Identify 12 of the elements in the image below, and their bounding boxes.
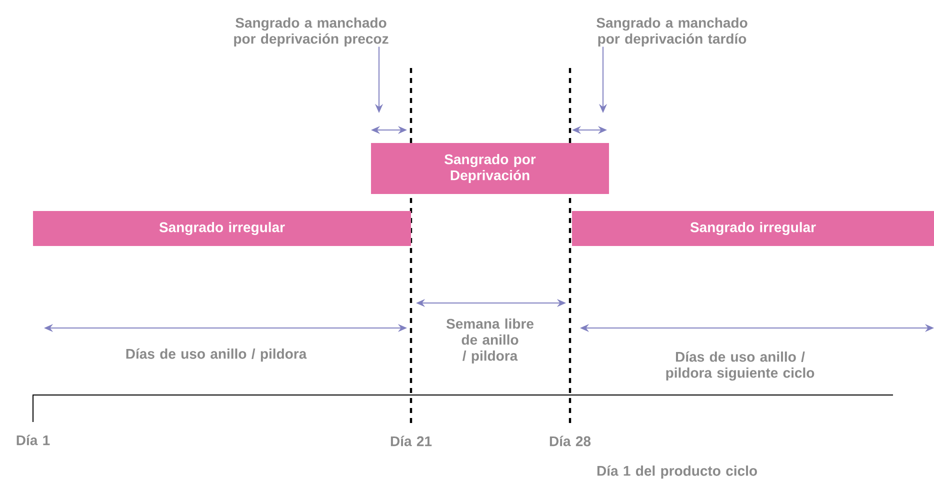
bleeding-bar: Sangrado irregular (33, 211, 411, 246)
label: Días de uso anillo / pildora siguiente ciclo (666, 351, 814, 381)
callout-text: Sangrado a manchado por deprivación tardío (596, 17, 748, 47)
bleeding-bar: Sangrado irregular (572, 211, 934, 246)
label: Día 1 del producto ciclo (597, 465, 757, 479)
label: Día 21 (390, 436, 432, 446)
bleeding-bar: Sangrado por Deprivación (371, 143, 609, 194)
label: Días de uso anillo / pildora (126, 348, 307, 362)
label: Día 28 (550, 436, 591, 446)
label: Día 1 (16, 434, 50, 446)
label: Semana libre de anillo / pildora (446, 318, 534, 364)
callout-text: Sangrado a manchado por deprivación precoz (234, 17, 388, 47)
